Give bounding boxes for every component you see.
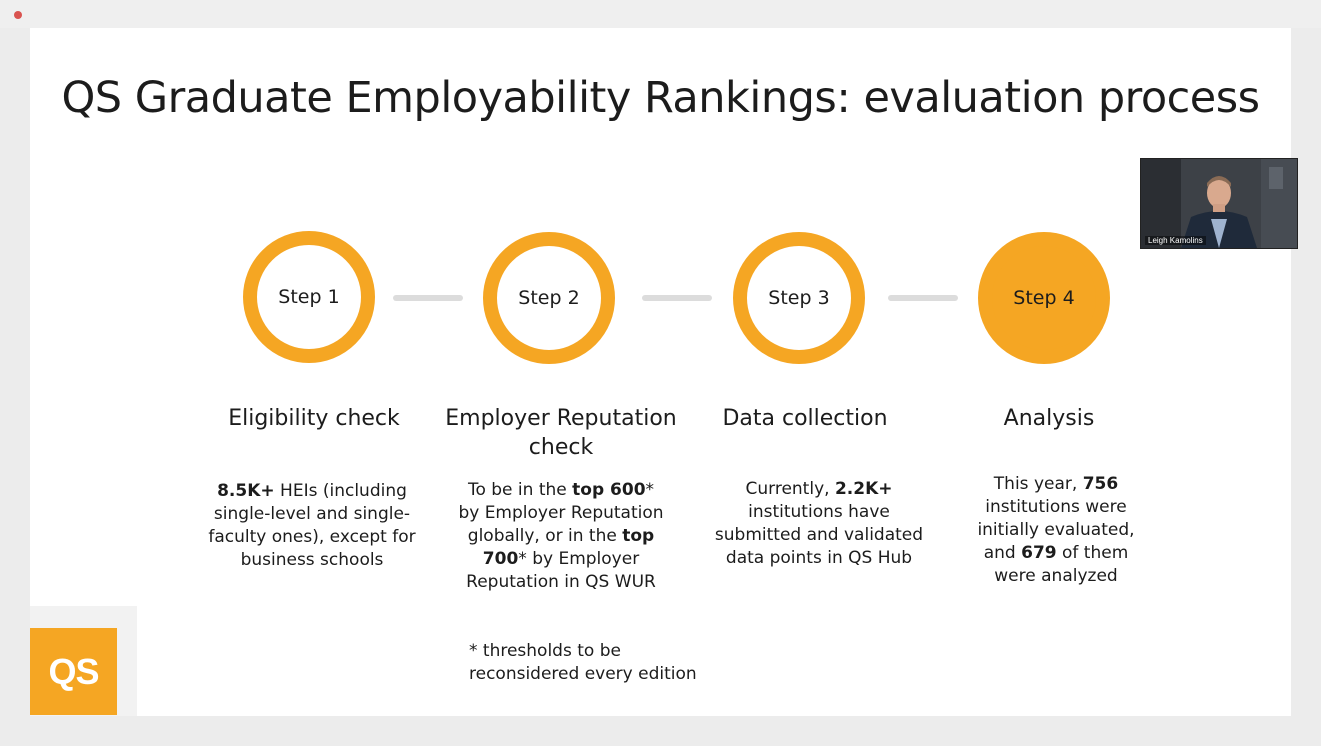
step-2-description: To be in the top 600* by Employer Reputa… xyxy=(458,480,664,592)
presenter-video-image xyxy=(1141,159,1297,248)
meeting-top-bar xyxy=(0,0,1321,28)
recording-dot-icon xyxy=(14,11,22,19)
step-4-heading: Analysis xyxy=(1003,406,1095,431)
step-4-label: Step 4 xyxy=(1013,287,1075,309)
step-4-circle: Step 4 xyxy=(978,232,1110,364)
step-1-label: Step 1 xyxy=(278,286,340,308)
step-3-heading: Data collection xyxy=(722,406,888,431)
connector-1-2 xyxy=(393,295,463,301)
connector-2-3 xyxy=(642,295,712,301)
presenter-video-tile[interactable]: Leigh Kamolins xyxy=(1140,158,1298,249)
connector-3-4 xyxy=(888,295,958,301)
step-2-label: Step 2 xyxy=(518,287,580,309)
step-2-heading: Employer Reputation check xyxy=(445,406,677,460)
step-4-description: This year, 756 institutions were initial… xyxy=(977,474,1135,586)
step-1-heading: Eligibility check xyxy=(228,406,400,431)
step-2-circle: Step 2 xyxy=(483,232,615,364)
step-3-circle: Step 3 xyxy=(733,232,865,364)
presentation-slide: QS Graduate Employability Rankings: eval… xyxy=(30,28,1291,716)
step-1-description: 8.5K+ HEIs (including single-level and s… xyxy=(208,481,416,570)
slide-title: QS Graduate Employability Rankings: eval… xyxy=(61,73,1260,123)
step-3-description: Currently, 2.2K+ institutions have submi… xyxy=(714,479,924,568)
qs-logo: QS xyxy=(30,628,117,715)
presenter-name-label: Leigh Kamolins xyxy=(1145,236,1206,245)
step-1-circle: Step 1 xyxy=(243,231,375,363)
step-2-threshold-note: * thresholds to be reconsidered every ed… xyxy=(469,641,697,684)
step-3-label: Step 3 xyxy=(768,287,830,309)
